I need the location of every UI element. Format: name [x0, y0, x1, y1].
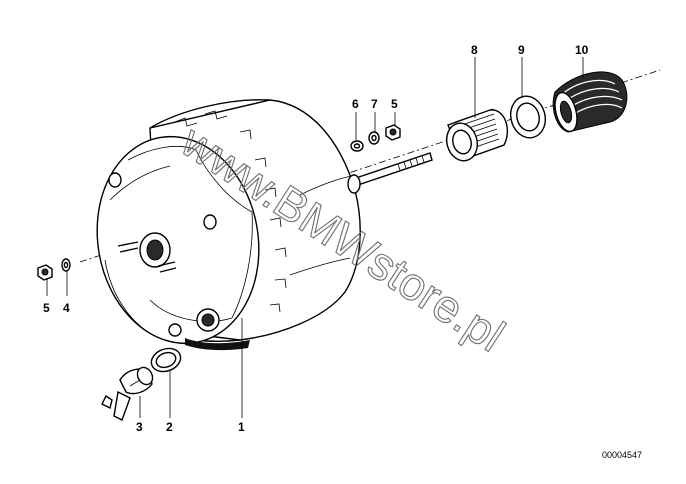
callout-3: 3 [136, 420, 143, 434]
callout-5-top: 5 [391, 97, 398, 111]
ring-seal [510, 95, 546, 139]
washer-7 [368, 131, 380, 145]
washer-4 [61, 258, 71, 272]
sealing-ring [150, 347, 182, 373]
callout-5-left: 5 [43, 301, 50, 315]
callout-4: 4 [63, 301, 70, 315]
filter-element [445, 108, 508, 162]
callout-6: 6 [352, 97, 359, 111]
check-valve [101, 366, 154, 421]
callout-1: 1 [238, 420, 245, 434]
brake-booster-body [96, 99, 433, 351]
callout-10: 10 [575, 43, 589, 57]
leader-lines [46, 57, 584, 418]
callout-9: 9 [518, 43, 525, 57]
callout-8: 8 [471, 43, 478, 57]
diagram-part-number: 00004547 [602, 450, 642, 460]
nut-left [37, 264, 53, 281]
callout-2: 2 [166, 420, 173, 434]
washer-6 [350, 140, 364, 152]
rubber-bellows [552, 71, 628, 133]
callout-7: 7 [371, 97, 378, 111]
nut-top [385, 124, 401, 141]
